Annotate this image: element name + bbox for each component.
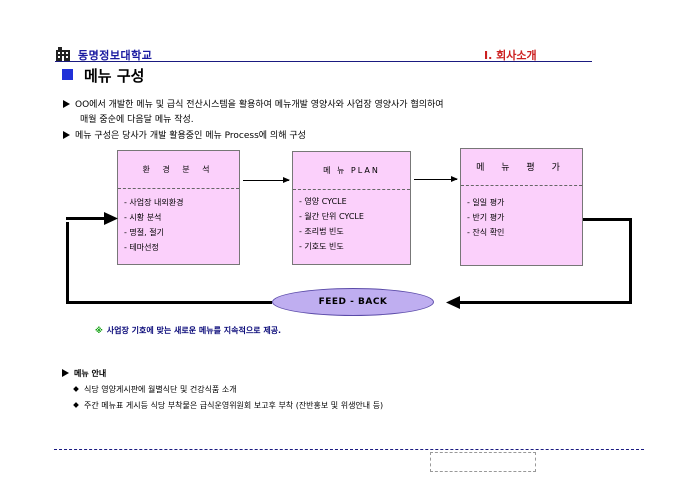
intro-bullet-1: OO에서 개발한 메뉴 및 급식 전산시스템을 활용하여 메뉴개발 영양사와 사…	[63, 97, 444, 110]
process-item: - 사업장 내외환경	[124, 198, 184, 207]
flow-arrow-right	[414, 176, 458, 182]
process-box-items: - 사업장 내외환경 - 시황 분석 - 명절, 절기 - 테마선정	[124, 195, 184, 255]
box-divider	[293, 189, 410, 190]
triangle-bullet-icon	[63, 131, 70, 139]
process-box-items: - 영양 CYCLE - 월간 단위 CYCLE - 조리법 빈도 - 기호도 …	[299, 194, 364, 254]
building-icon	[56, 47, 70, 61]
section-label: Ⅰ. 회사소개	[484, 49, 537, 62]
process-box-plan: 메 뉴 PLAN - 영양 CYCLE - 월간 단위 CYCLE - 조리법 …	[292, 151, 411, 265]
process-box-evaluation: 메 뉴 평 가 - 일일 평가 - 반기 평가 - 잔식 확인	[460, 148, 583, 266]
process-item: - 반기 평가	[467, 213, 505, 222]
process-box-title: 메 뉴 평 가	[476, 163, 567, 173]
header-divider	[55, 61, 592, 62]
process-item: - 영양 CYCLE	[299, 197, 347, 206]
arrowhead-left-icon	[446, 296, 460, 309]
feedback-loop-line	[458, 301, 632, 304]
feedback-loop-line	[629, 218, 632, 304]
flow-arrow-right	[243, 177, 290, 183]
process-item: - 시황 분석	[124, 213, 162, 222]
footer-divider	[54, 449, 644, 450]
page-title: 메뉴 구성	[84, 67, 145, 85]
guide-heading-text: 메뉴 안내	[74, 369, 107, 378]
feedback-ellipse: FEED - BACK	[272, 288, 434, 316]
note-line: ※사업장 기호에 맞는 새로운 메뉴를 지속적으로 제공.	[95, 325, 281, 336]
process-item: - 명절, 절기	[124, 228, 164, 237]
arrowhead-right-icon	[104, 212, 118, 225]
process-item: - 테마선정	[124, 243, 159, 252]
feedback-loop-line	[583, 218, 631, 221]
box-divider	[461, 185, 582, 186]
intro-bullet-3: 메뉴 구성은 당사가 개발 활용중인 메뉴 Process에 의해 구성	[63, 128, 306, 141]
intro-text-2: 매월 중순에 다음달 메뉴 작성.	[80, 115, 194, 125]
footer-box	[430, 452, 536, 472]
process-item: - 월간 단위 CYCLE	[299, 212, 364, 221]
note-mark: ※	[95, 326, 103, 335]
box-divider	[118, 188, 239, 189]
feedback-loop-line	[66, 222, 69, 304]
process-item: - 잔식 확인	[467, 228, 505, 237]
note-text: 사업장 기호에 맞는 새로운 메뉴를 지속적으로 제공.	[106, 326, 282, 335]
process-box-title: 메 뉴 PLAN	[323, 166, 380, 175]
school-name: 동명정보대학교	[78, 49, 153, 62]
process-box-items: - 일일 평가 - 반기 평가 - 잔식 확인	[467, 195, 504, 240]
process-item: - 일일 평가	[467, 198, 505, 207]
guide-heading: 메뉴 안내	[62, 368, 106, 379]
diamond-bullet-icon	[73, 402, 79, 408]
process-box-analysis: 환 경 분 석 - 사업장 내외환경 - 시황 분석 - 명절, 절기 - 테마…	[117, 150, 240, 265]
triangle-bullet-icon	[63, 100, 70, 108]
feedback-loop-line	[66, 301, 272, 304]
process-item: - 조리법 빈도	[299, 227, 344, 236]
guide-item-text: 식당 영양게시판에 월별식단 및 건강식품 소개	[84, 385, 237, 394]
guide-item: 식당 영양게시판에 월별식단 및 건강식품 소개	[72, 384, 237, 395]
intro-text-1: OO에서 개발한 메뉴 및 급식 전산시스템을 활용하여 메뉴개발 영양사와 사…	[75, 100, 444, 110]
guide-item: 주간 메뉴표 게시등 식당 부착물은 급식운영위원회 보고후 부착 (잔반홍보 …	[72, 400, 383, 411]
process-item: - 기호도 빈도	[299, 242, 344, 251]
intro-text-3: 메뉴 구성은 당사가 개발 활용중인 메뉴 Process에 의해 구성	[75, 131, 306, 141]
title-square-icon	[62, 69, 73, 80]
process-box-title: 환 경 분 석	[142, 165, 215, 174]
feedback-loop-line	[66, 217, 106, 220]
triangle-bullet-icon	[62, 369, 69, 377]
diamond-bullet-icon	[73, 386, 79, 392]
guide-item-text: 주간 메뉴표 게시등 식당 부착물은 급식운영위원회 보고후 부착 (잔반홍보 …	[84, 401, 384, 410]
